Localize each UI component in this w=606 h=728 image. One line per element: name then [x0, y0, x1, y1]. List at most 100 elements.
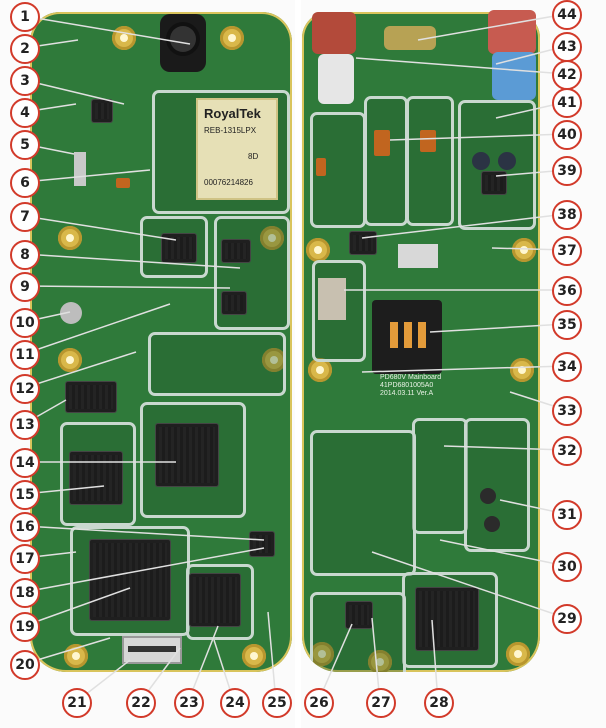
mounting-pad [58, 226, 82, 250]
mainboard-label-line2: 41PD6801005A0 [380, 382, 434, 389]
callout-5: 5 [10, 130, 40, 160]
ic-chip [482, 172, 506, 194]
callout-27: 27 [366, 688, 396, 718]
inductor-round [484, 516, 500, 532]
mounting-pad [308, 358, 332, 382]
component [318, 278, 346, 320]
antenna-connector [384, 26, 436, 50]
rf-shield [310, 430, 416, 576]
ic-chip [162, 234, 196, 262]
capacitor [498, 152, 516, 170]
callout-30: 30 [552, 552, 582, 582]
rf-shield [406, 96, 454, 226]
rf-shield [148, 332, 286, 396]
callout-18: 18 [10, 578, 40, 608]
callout-2: 2 [10, 34, 40, 64]
callout-3: 3 [10, 66, 40, 96]
callout-24: 24 [220, 688, 250, 718]
callout-44: 44 [552, 0, 582, 30]
ic-chip [222, 292, 246, 314]
mounting-pad [220, 26, 244, 50]
callout-43: 43 [552, 32, 582, 62]
mounting-pad [506, 642, 530, 666]
mounting-pad [242, 644, 266, 668]
callout-33: 33 [552, 396, 582, 426]
antenna-connector [492, 52, 536, 100]
flex-connector [74, 152, 86, 186]
callout-34: 34 [552, 352, 582, 382]
callout-32: 32 [552, 436, 582, 466]
gps-code: 8D [248, 152, 259, 161]
inductor [420, 130, 436, 152]
callout-28: 28 [424, 688, 454, 718]
mounting-pad [306, 238, 330, 262]
callout-25: 25 [262, 688, 292, 718]
crystal [398, 244, 438, 268]
ic-chip [156, 424, 218, 486]
gps-serial: 00076214826 [204, 178, 253, 187]
mounting-pad [512, 238, 536, 262]
mounting-pad [262, 348, 286, 372]
callout-19: 19 [10, 612, 40, 642]
callout-13: 13 [10, 410, 40, 440]
callout-12: 12 [10, 374, 40, 404]
mainboard-label-line1: PD680V Mainboard [380, 374, 442, 381]
callout-8: 8 [10, 240, 40, 270]
callout-37: 37 [552, 236, 582, 266]
ic-chip [222, 240, 250, 262]
callout-7: 7 [10, 202, 40, 232]
inductor [116, 178, 130, 188]
callout-41: 41 [552, 88, 582, 118]
callout-42: 42 [552, 60, 582, 90]
callout-40: 40 [552, 120, 582, 150]
capacitor [472, 152, 490, 170]
ic-chip [250, 532, 274, 556]
callout-11: 11 [10, 340, 40, 370]
mounting-pad [58, 348, 82, 372]
callout-22: 22 [126, 688, 156, 718]
mounting-pad [510, 358, 534, 382]
callout-4: 4 [10, 98, 40, 128]
ic-chip [350, 232, 376, 254]
camera-module [160, 14, 206, 72]
ic-chip [92, 100, 112, 122]
mainboard-label-line3: 2014.03.11 Ver.A [380, 390, 434, 397]
callout-17: 17 [10, 544, 40, 574]
callout-10: 10 [10, 308, 40, 338]
gps-model: REB-1315LPX [204, 126, 257, 135]
callout-39: 39 [552, 156, 582, 186]
mounting-pad [112, 26, 136, 50]
callout-23: 23 [174, 688, 204, 718]
antenna-connector [488, 10, 536, 54]
ic-chip [346, 602, 372, 628]
callout-26: 26 [304, 688, 334, 718]
callout-35: 35 [552, 310, 582, 340]
antenna-connector [318, 54, 354, 104]
callout-1: 1 [10, 2, 40, 32]
inductor [316, 158, 326, 176]
callout-36: 36 [552, 276, 582, 306]
ic-chip [416, 588, 478, 650]
callout-15: 15 [10, 480, 40, 510]
rf-shield [364, 96, 408, 226]
sim-connector [372, 300, 442, 374]
buzzer [60, 302, 82, 324]
rf-shield [412, 418, 468, 534]
ic-chip [70, 452, 122, 504]
callout-14: 14 [10, 448, 40, 478]
callout-20: 20 [10, 650, 40, 680]
mounting-pad [260, 226, 284, 250]
callout-6: 6 [10, 168, 40, 198]
inductor-round [480, 488, 496, 504]
callout-16: 16 [10, 512, 40, 542]
callout-38: 38 [552, 200, 582, 230]
mainboard-label: PD680V Mainboard 41PD6801005A0 2014.03.1… [380, 374, 441, 398]
ic-chip [66, 382, 116, 412]
rf-shield [458, 100, 536, 230]
callout-31: 31 [552, 500, 582, 530]
ic-chip [90, 540, 170, 620]
usb-connector [122, 636, 182, 664]
gps-module: RoyalTek REB-1315LPX 8D 00076214826 [196, 98, 278, 200]
inductor [374, 130, 390, 156]
